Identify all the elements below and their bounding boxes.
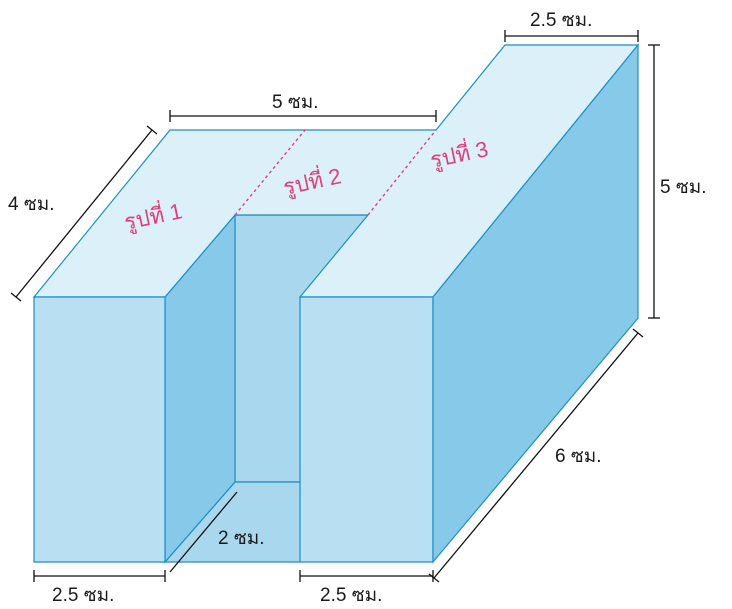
right-block-side-face xyxy=(432,43,639,564)
dim-top-right-width-label: 2.5 ซม. xyxy=(530,10,592,31)
dim-bottom-left-width-label: 2.5 ซม. xyxy=(52,585,114,606)
dim-notch-width xyxy=(169,491,238,573)
division-line-2 xyxy=(367,129,437,216)
right-block-front-face xyxy=(299,296,434,563)
dim-top-right-width xyxy=(504,30,639,42)
left-block-front-face xyxy=(33,296,166,563)
dim-right-depth xyxy=(428,328,644,583)
dim-right-height xyxy=(648,44,660,319)
dim-bottom-right-width-label: 2.5 ซม. xyxy=(320,585,382,606)
dim-top-length xyxy=(169,110,437,122)
dim-notch-width-label: 2 ซม. xyxy=(218,528,265,549)
dim-left-depth-label: 4 ซม. xyxy=(8,194,55,215)
dim-bottom-right-width xyxy=(299,570,434,582)
dim-left-depth xyxy=(10,125,158,302)
dim-right-depth-label: 6 ซม. xyxy=(555,446,602,467)
dim-top-length-label: 5 ซม. xyxy=(272,92,319,113)
dim-right-height-label: 5 ซม. xyxy=(660,177,707,198)
division-line-1 xyxy=(234,129,306,216)
dim-bottom-left-width xyxy=(33,570,166,582)
